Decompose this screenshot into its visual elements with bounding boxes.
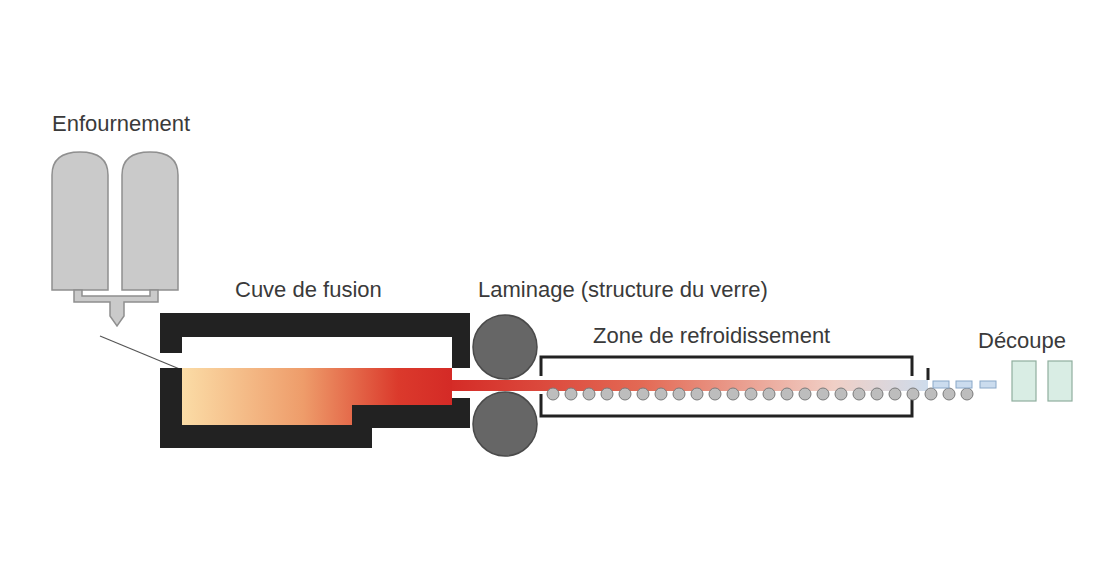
part-label: Découpe bbox=[978, 328, 1066, 354]
laminating-roller bbox=[473, 315, 537, 379]
part-label: Enfournement bbox=[52, 111, 190, 137]
conveyor-roller bbox=[781, 388, 793, 400]
cooling-zone-exit-mark bbox=[927, 368, 930, 380]
conveyor-roller bbox=[763, 388, 775, 400]
part-label: Zone de refroidissement bbox=[593, 323, 830, 349]
conveyor-roller bbox=[673, 388, 685, 400]
feed-hoppers bbox=[52, 152, 178, 326]
part-label: Laminage (structure du verre) bbox=[478, 277, 768, 303]
cut-sheets bbox=[1012, 361, 1072, 401]
cooling-zone-housing bbox=[541, 357, 912, 416]
glass-pieces bbox=[933, 381, 996, 388]
conveyor-roller bbox=[583, 388, 595, 400]
conveyor-roller bbox=[691, 388, 703, 400]
conveyor-roller bbox=[835, 388, 847, 400]
conveyor-roller bbox=[799, 388, 811, 400]
conveyor-roller bbox=[853, 388, 865, 400]
conveyor-roller bbox=[547, 388, 559, 400]
conveyor-roller bbox=[619, 388, 631, 400]
conveyor-roller bbox=[727, 388, 739, 400]
conveyor-roller bbox=[709, 388, 721, 400]
conveyor-roller bbox=[817, 388, 829, 400]
conveyor-roller bbox=[565, 388, 577, 400]
conveyor-rollers bbox=[547, 388, 973, 400]
conveyor-roller bbox=[889, 388, 901, 400]
part-label: Cuve de fusion bbox=[235, 277, 382, 303]
conveyor-roller bbox=[925, 388, 937, 400]
melting-furnace bbox=[160, 313, 470, 448]
conveyor-roller bbox=[637, 388, 649, 400]
conveyor-roller bbox=[907, 388, 919, 400]
laminating-roller bbox=[473, 392, 537, 456]
conveyor-roller bbox=[601, 388, 613, 400]
conveyor-roller bbox=[871, 388, 883, 400]
conveyor-roller bbox=[655, 388, 667, 400]
conveyor-roller bbox=[961, 388, 973, 400]
conveyor-roller bbox=[943, 388, 955, 400]
conveyor-roller bbox=[745, 388, 757, 400]
